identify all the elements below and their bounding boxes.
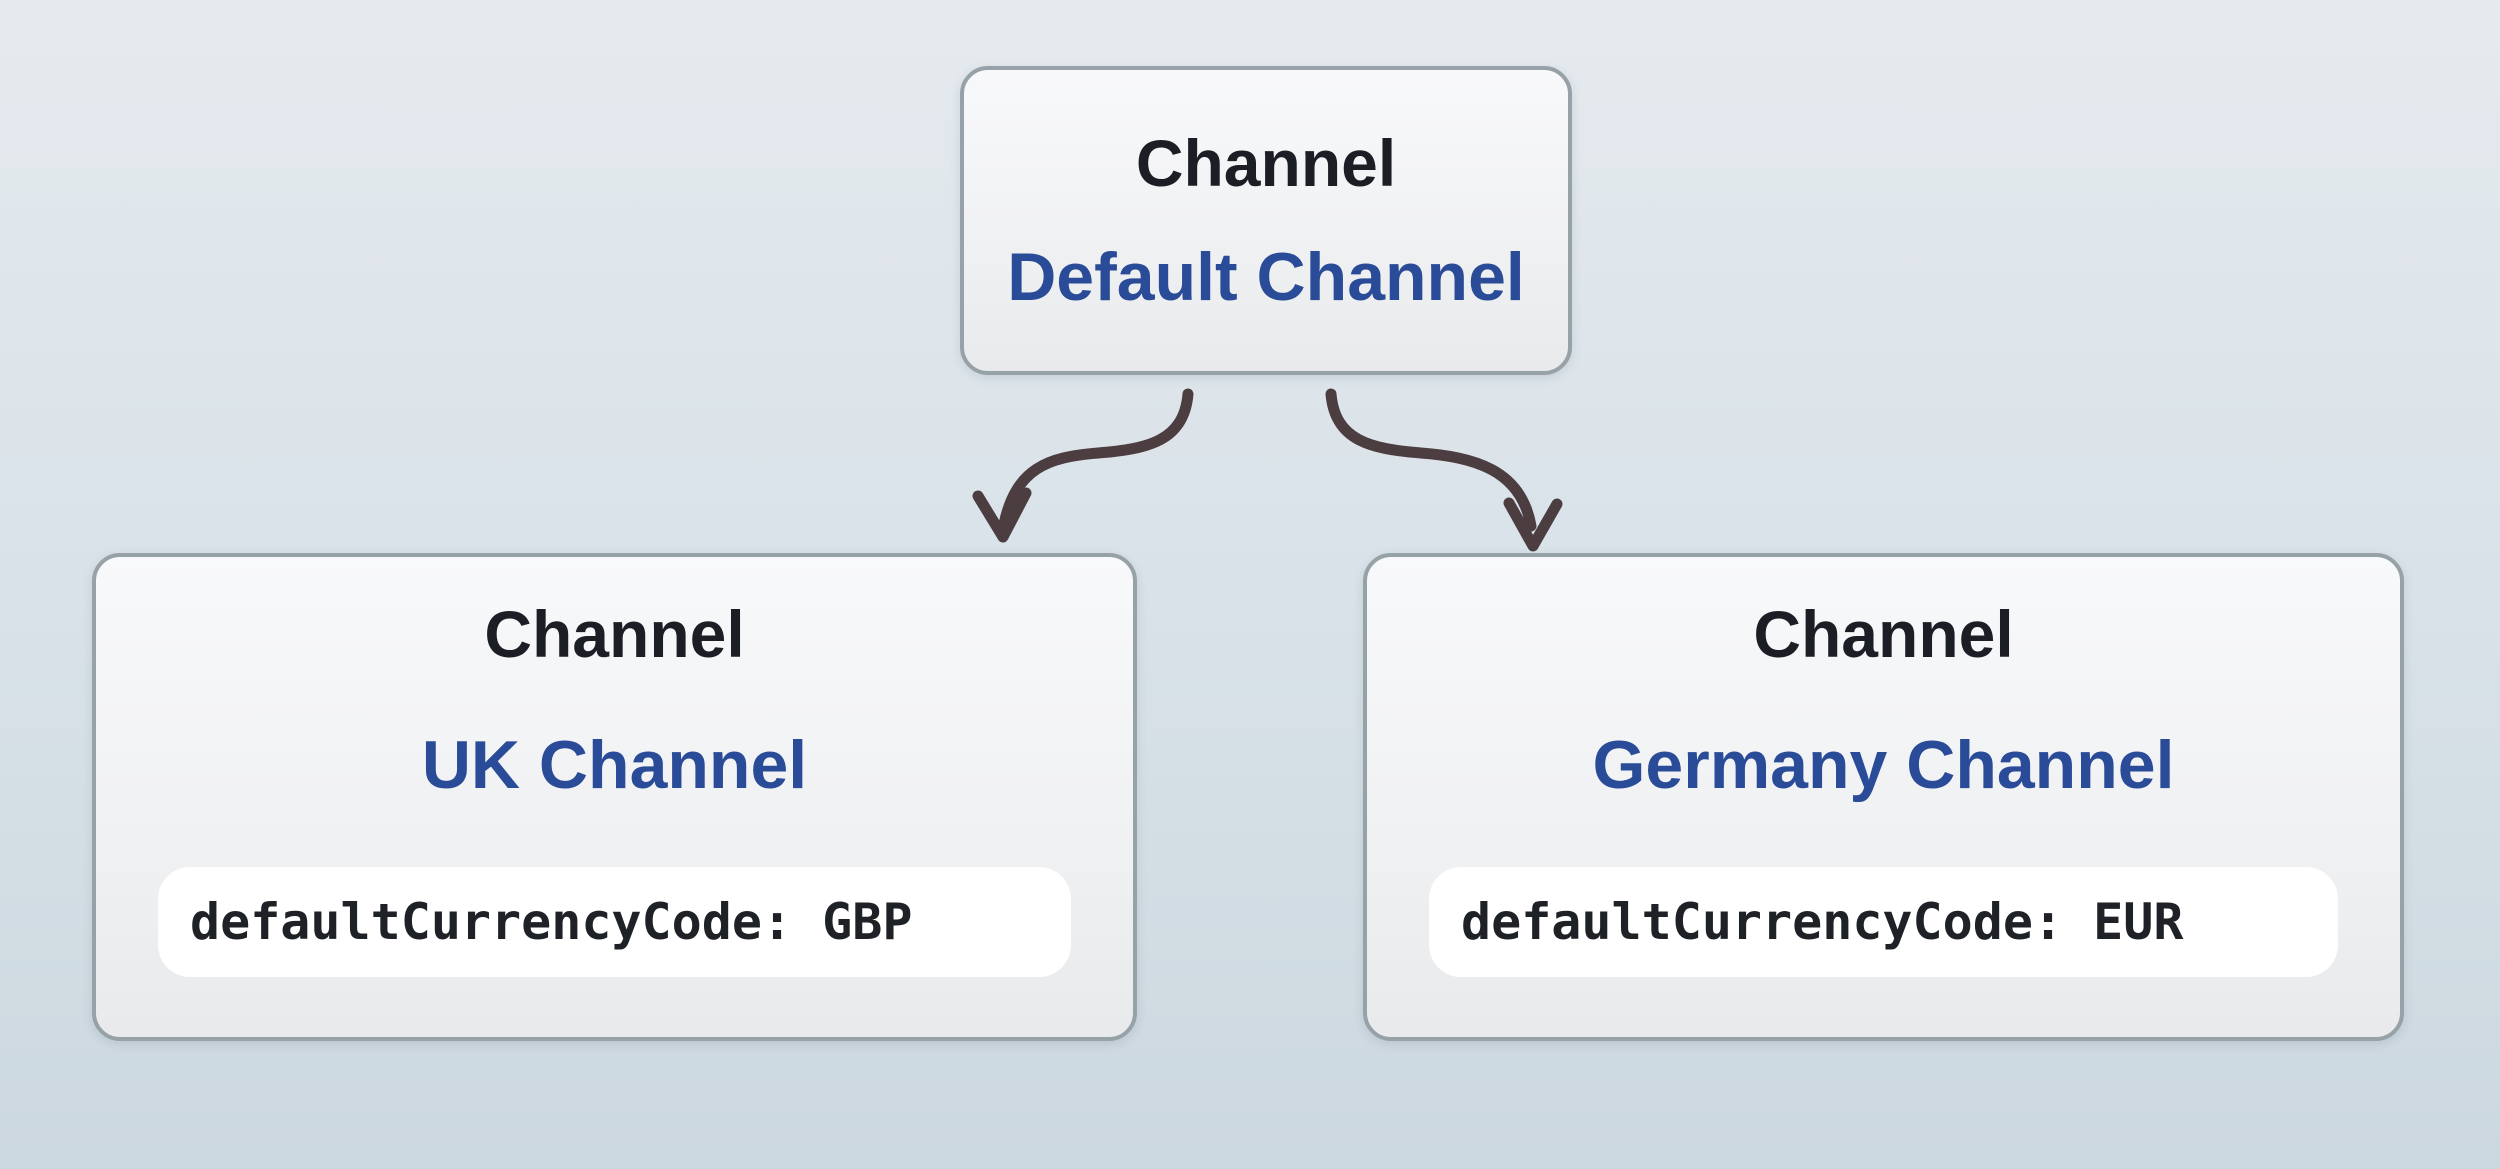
node-default-channel: Channel Default Channel — [960, 66, 1572, 375]
node-germany-channel: Channel Germany Channel defaultCurrencyC… — [1363, 553, 2404, 1041]
node-uk-channel: Channel UK Channel defaultCurrencyCode: … — [92, 553, 1137, 1041]
node-name: Germany Channel — [1592, 727, 2175, 803]
node-name: UK Channel — [421, 727, 808, 803]
arrowhead-icon — [1503, 497, 1563, 552]
attribute-text: defaultCurrencyCode: GBP — [190, 893, 913, 951]
node-type-label: Channel — [1753, 597, 2014, 671]
node-type-label: Channel — [1135, 126, 1397, 200]
attribute-pill: defaultCurrencyCode: EUR — [1429, 867, 2338, 977]
edge-default-to-uk-arrow — [972, 388, 1194, 543]
attribute-text: defaultCurrencyCode: EUR — [1461, 893, 2184, 951]
arrowhead-icon — [972, 487, 1032, 543]
edge-default-to-germany-arrow — [1325, 388, 1563, 552]
node-type-label: Channel — [484, 597, 745, 671]
node-name: Default Channel — [1007, 239, 1525, 315]
edge-curve — [998, 388, 1194, 530]
edge-curve — [1325, 388, 1537, 532]
attribute-pill: defaultCurrencyCode: GBP — [158, 867, 1071, 977]
